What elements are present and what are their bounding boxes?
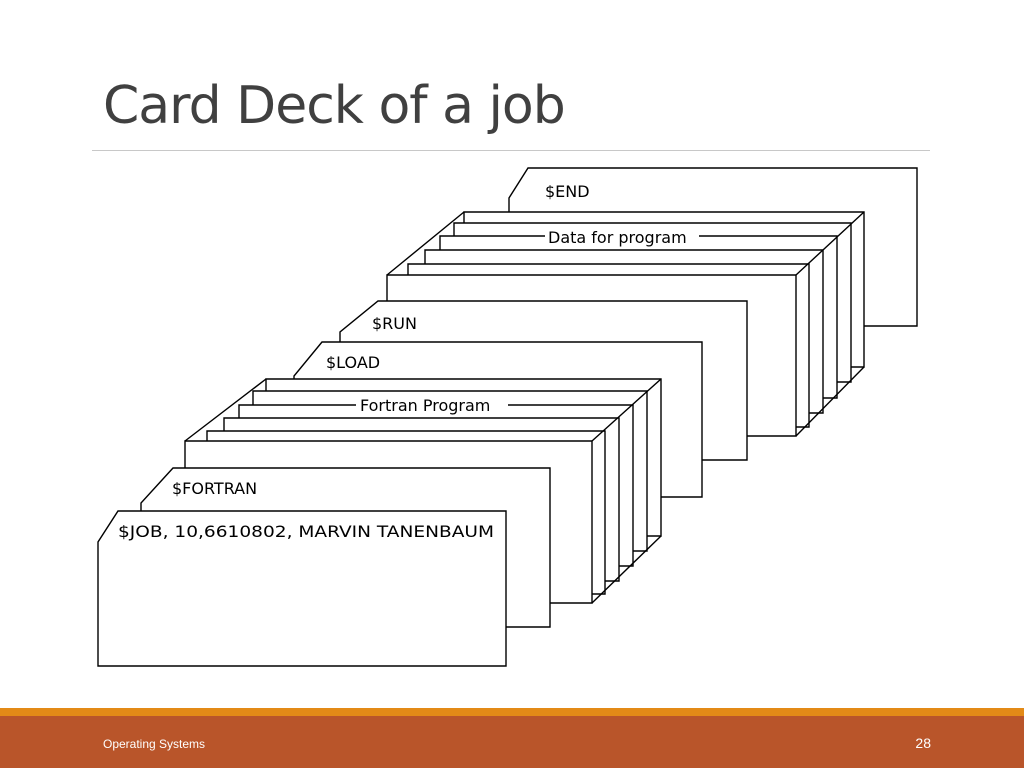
page-number: 28 — [915, 735, 931, 751]
slide-title: Card Deck of a job — [103, 76, 566, 136]
footer-accent-stripe — [0, 708, 1024, 716]
title-divider — [92, 150, 930, 151]
data-stack-label: Data for program — [548, 228, 687, 247]
fortran-program-label-bg — [356, 395, 508, 415]
load-card-label: $LOAD — [326, 353, 380, 372]
run-card-label: $RUN — [372, 314, 417, 333]
footer-text: Operating Systems — [103, 737, 206, 751]
end-card-label: $END — [545, 182, 590, 201]
fortran-program-label: Fortran Program — [360, 396, 490, 415]
data-label-bg — [545, 226, 699, 246]
job-card-label: $JOB, 10,6610802, MARVIN TANENBAUM — [118, 522, 494, 541]
fortran-card-label: $FORTRAN — [172, 479, 257, 498]
footer-bar — [0, 716, 1024, 768]
job-card: $JOB, 10,6610802, MARVIN TANENBAUM — [97, 510, 507, 667]
